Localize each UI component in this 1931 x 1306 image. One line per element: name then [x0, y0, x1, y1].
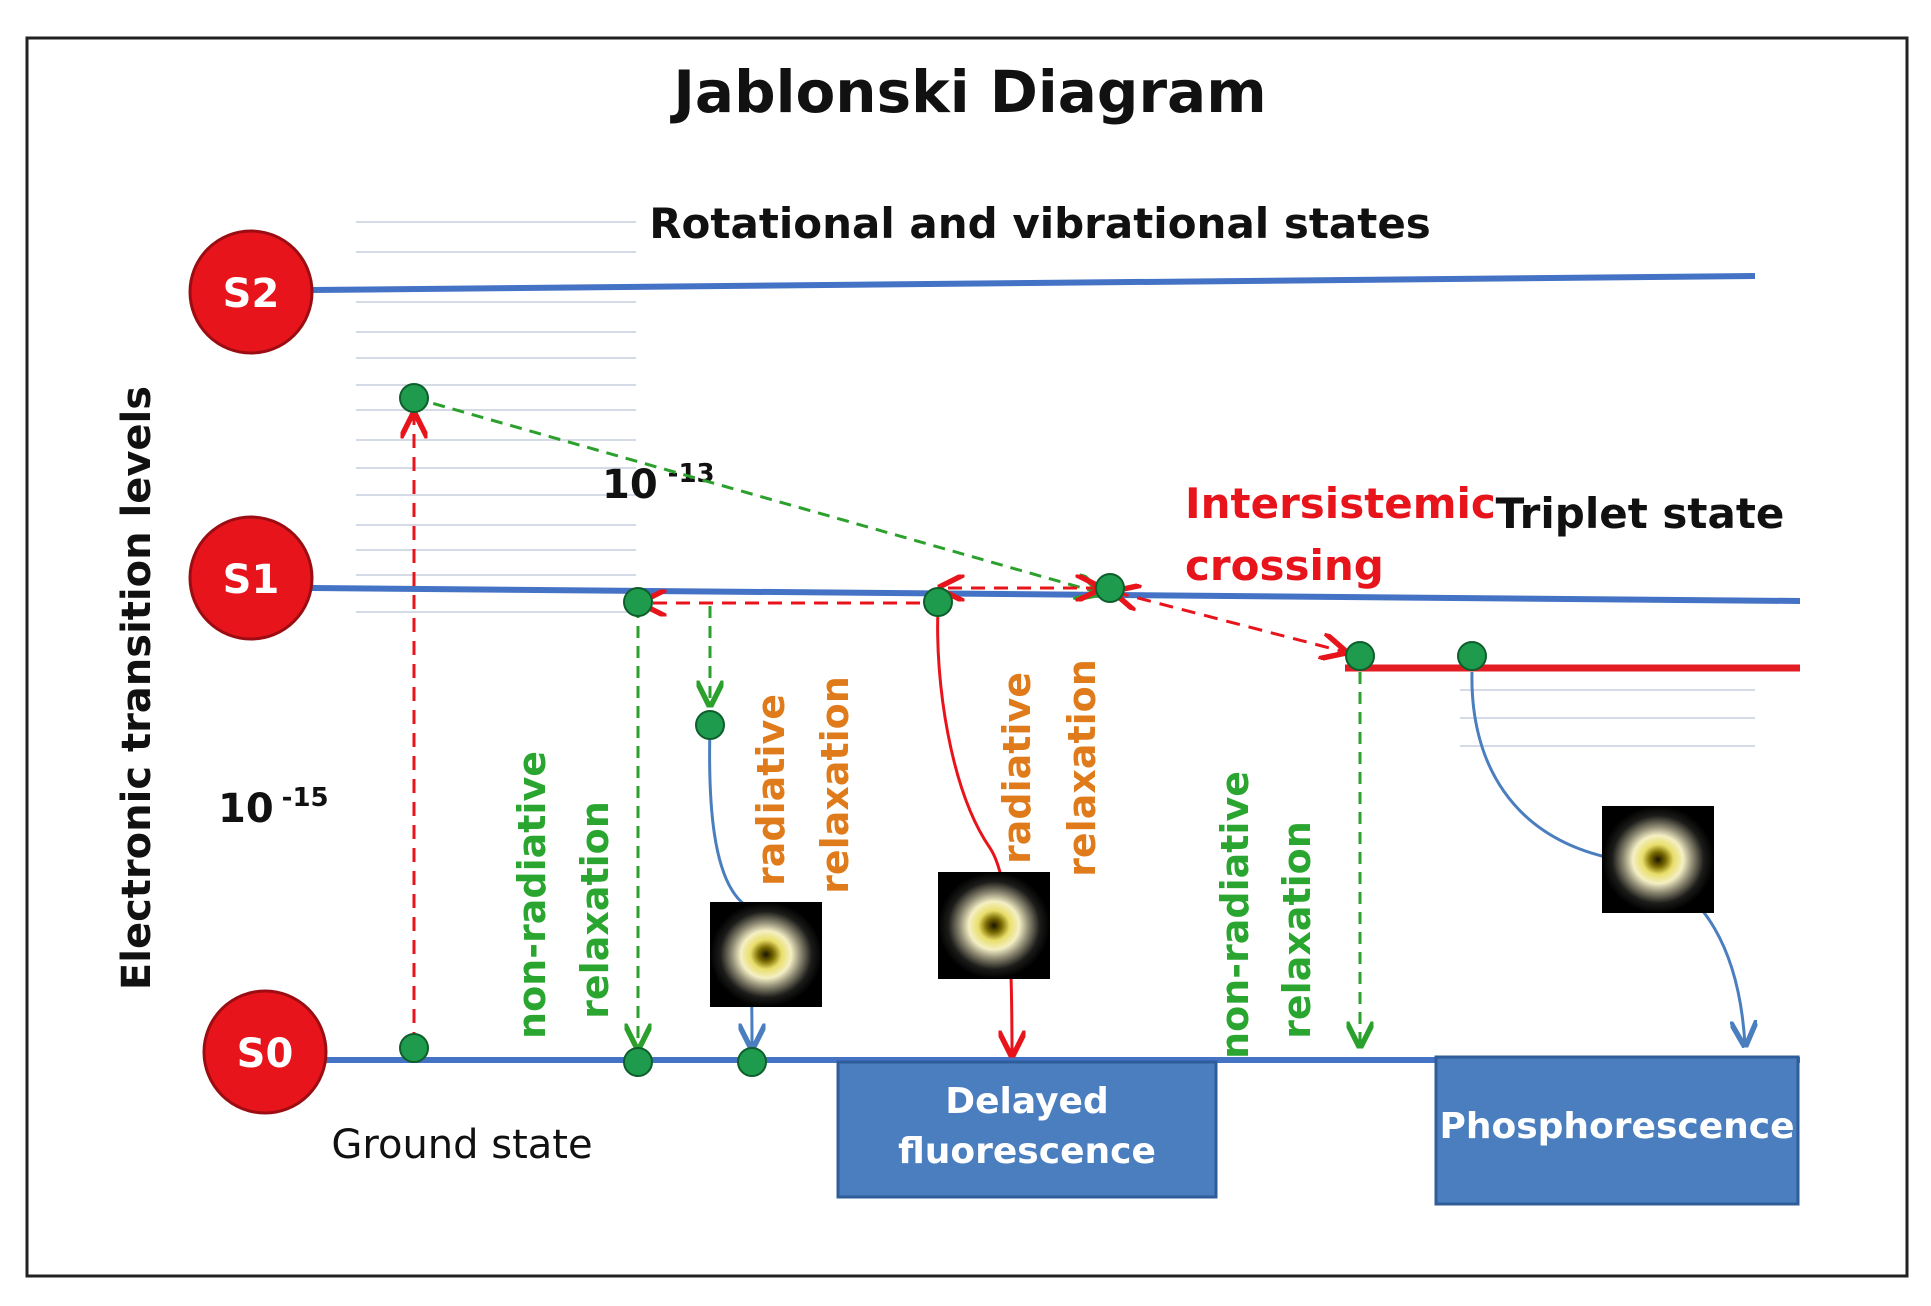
intersystem-crossing-label-1: Intersistemic	[1185, 479, 1496, 528]
electron-dot	[399, 383, 429, 413]
emission-glow-2	[938, 872, 1050, 979]
s0-state-label: S0	[237, 1031, 294, 1077]
rad-mid-label-1: radiative	[995, 672, 1039, 864]
emission-glow-3	[1602, 806, 1714, 913]
time-scale-upper: 10-13	[602, 459, 715, 508]
electron-dot	[399, 1033, 429, 1063]
intersystem-crossing-label-2: crossing	[1185, 541, 1384, 590]
electron-dot	[1345, 641, 1375, 671]
isc-red-arrow	[1115, 592, 1345, 652]
triplet-state-label: Triplet state	[1496, 489, 1785, 538]
emission-glow-1	[710, 902, 822, 1007]
s2-level-line	[311, 273, 1756, 293]
time-scale-lower: 10-15	[218, 783, 329, 832]
delayed-fluorescence-label-2: fluorescence	[898, 1131, 1156, 1172]
electron-dot	[923, 587, 953, 617]
rad-left-label-2: relaxation	[813, 676, 857, 894]
electron-dot	[623, 587, 653, 617]
s1-state: S1	[188, 515, 314, 641]
s2-state: S2	[188, 229, 314, 355]
nonrad-left-label-2: relaxation	[573, 801, 617, 1019]
diagram-title: Jablonski Diagram	[669, 58, 1266, 126]
s2-state-label: S2	[223, 271, 280, 317]
phosphorescence-label: Phosphorescence	[1439, 1106, 1794, 1147]
nonrad-right-label-1: non-radiative	[1213, 771, 1257, 1059]
vibrational-sublevels-left	[356, 221, 636, 613]
ground-state-label: Ground state	[331, 1122, 592, 1168]
electron-dot	[695, 710, 725, 740]
electron-dot	[737, 1047, 767, 1077]
phosphorescence-box: Phosphorescence	[1434, 1055, 1800, 1206]
nonrad-right-label-2: relaxation	[1275, 821, 1319, 1039]
rad-mid-label-2: relaxation	[1060, 659, 1104, 877]
rad-left-label-1: radiative	[749, 694, 793, 886]
diagram-subtitle: Rotational and vibrational states	[649, 199, 1431, 248]
electron-dots	[399, 383, 1487, 1077]
s1-state-label: S1	[223, 557, 280, 603]
electron-dot	[1457, 641, 1487, 671]
s0-state: S0	[202, 989, 328, 1115]
y-axis-label: Electronic transition levels	[114, 386, 160, 990]
vibrational-sublevels-triplet	[1460, 689, 1755, 747]
delayed-fluorescence-label-1: Delayed	[945, 1081, 1108, 1122]
nonrad-left-label-1: non-radiative	[510, 751, 554, 1039]
electron-dot	[623, 1047, 653, 1077]
electron-dot	[1095, 573, 1125, 603]
delayed-fluorescence-box: Delayed fluorescence	[836, 1060, 1218, 1199]
